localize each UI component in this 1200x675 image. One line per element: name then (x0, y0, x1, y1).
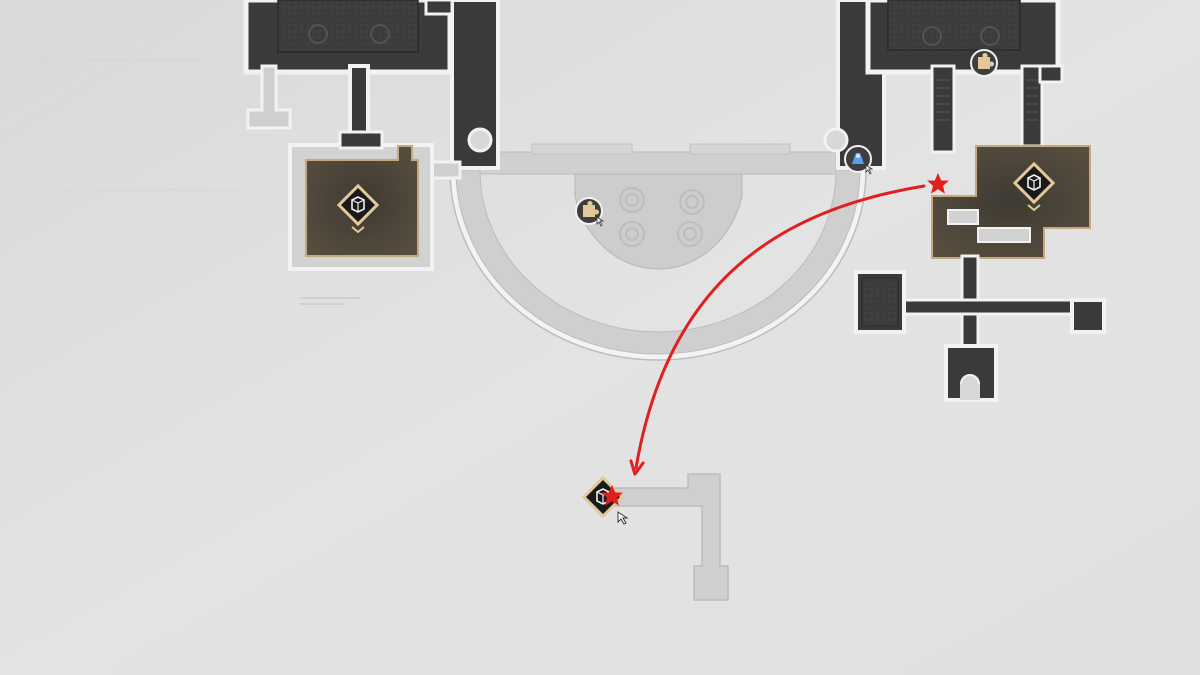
star-icon (927, 173, 949, 194)
star-icon (601, 485, 623, 506)
puzzle-piece-icon[interactable] (575, 197, 605, 227)
arena-north-ledge (479, 151, 837, 175)
west-connector (428, 160, 462, 180)
basin-rings (619, 187, 705, 247)
arena-north-step-left (531, 143, 633, 155)
east-cross-east-room (1070, 298, 1106, 334)
east-wing (823, 0, 1106, 402)
treasure-chest-icon[interactable] (336, 183, 380, 234)
central-basin (574, 173, 743, 270)
space-anchor-icon[interactable] (844, 145, 874, 175)
east-room-inner-ledge-1 (947, 209, 979, 225)
east-room-inner-ledge-2 (977, 227, 1031, 243)
east-stair-corridor-left (930, 64, 956, 154)
east-pillar-ring (823, 127, 849, 153)
east-cross-horizontal (898, 298, 1082, 316)
west-vertical-corridor (348, 64, 370, 138)
background-grid-lines (0, 0, 240, 191)
cursor-pointer-icon (617, 511, 629, 525)
route-arrow (636, 184, 926, 468)
puzzle-piece-icon[interactable] (970, 49, 998, 77)
arena-north-step-right (689, 143, 791, 155)
east-room-zone (931, 145, 1091, 259)
south-corridor (603, 473, 729, 601)
west-stub (246, 64, 292, 130)
west-pillar-ring (467, 127, 493, 153)
west-room-caption-lines (300, 297, 360, 305)
